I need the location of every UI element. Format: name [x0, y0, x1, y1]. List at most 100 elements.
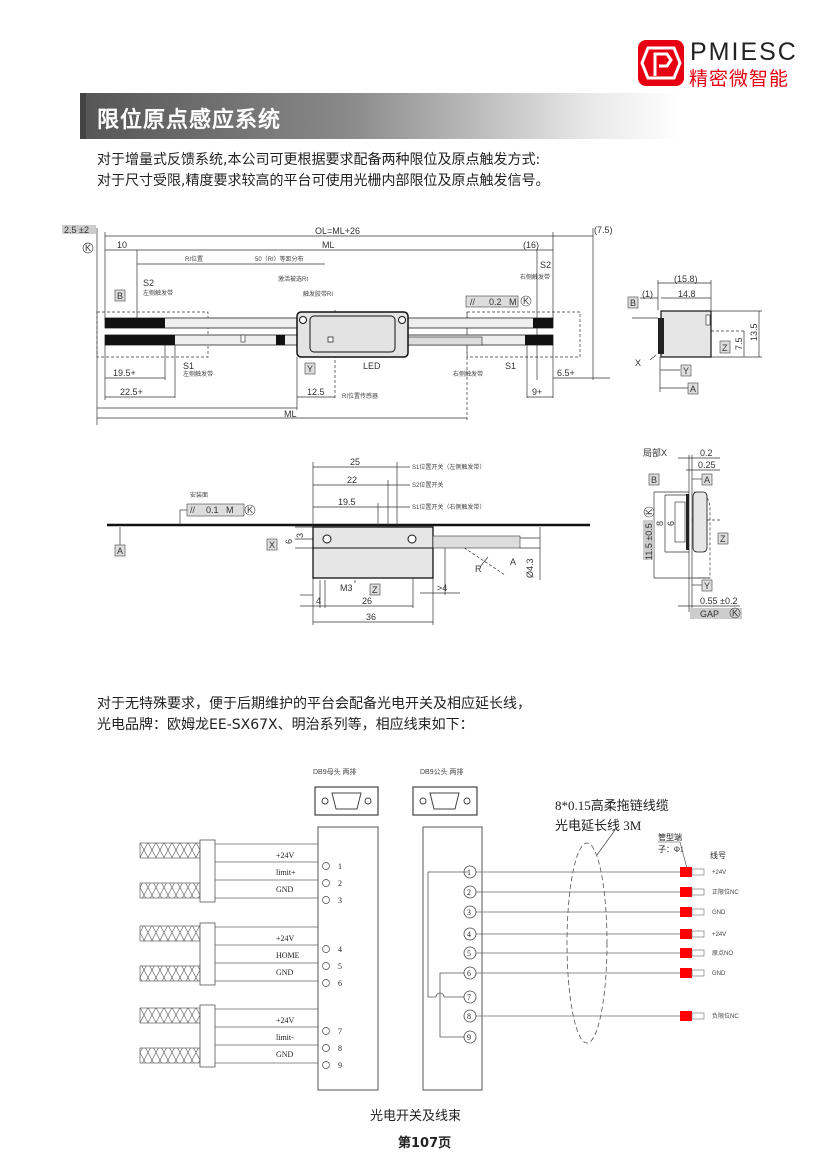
dim-36: 36: [366, 612, 376, 622]
intro-line: 对于尺寸受限,精度要求较高的平台可使用光栅内部限位及原点触发信号。: [97, 173, 550, 189]
pin-number: 9: [338, 1061, 342, 1070]
datum-z: Z: [722, 343, 728, 353]
dim-0-2: 0.2: [700, 448, 713, 458]
wire-label: 负限位NC: [712, 1012, 739, 1020]
pin-hole: [322, 879, 330, 887]
pin-number: 8: [467, 1012, 471, 1021]
dim-22-5: 22.5+: [120, 387, 143, 397]
pin-hole: [322, 1027, 330, 1035]
radius-label: R: [475, 564, 482, 574]
pin-number: 7: [467, 993, 471, 1002]
cable-wire: 3 GND: [463, 905, 726, 919]
pin-number: 7: [338, 1027, 342, 1036]
pin-hole: [322, 945, 330, 953]
pin-number: 4: [467, 930, 471, 939]
photo-switch-cable: [139, 965, 201, 982]
dim-dia: Ø4.3: [525, 558, 535, 578]
datum-b: B: [117, 291, 123, 301]
dim-7-5: (7.5): [594, 225, 613, 235]
pin-number: 1: [467, 868, 471, 877]
pin-number: 6: [467, 969, 471, 978]
dim-10: 10: [117, 240, 127, 250]
brand-logo-mark: [638, 40, 684, 86]
cable-bundle-ellipse: [566, 842, 608, 1044]
photo-switch-cable: [139, 842, 201, 859]
ferrule-label: 管型端: [658, 832, 682, 842]
pin-number: 8: [338, 1044, 342, 1053]
cable-name: 光电延长线 3M: [555, 818, 642, 833]
par-value: 0.1: [206, 505, 219, 515]
pin-number: 9: [467, 1033, 471, 1042]
led-label: LED: [363, 361, 381, 371]
wiring-diagram: DB9母头 两排 DB9公头 两排 8*0.15高柔拖链线缆 光电延长线 3M …: [139, 767, 739, 1091]
pin-number: 3: [467, 908, 471, 917]
datum-z: Z: [372, 585, 378, 595]
dim-ml: ML: [322, 240, 335, 250]
ri-sensor: RI位置传感器: [342, 392, 378, 400]
par-symbol: //: [190, 505, 196, 515]
s1-right-switch: S1位置开关（右侧触发带）: [412, 503, 485, 511]
gap-label: GAP: [700, 609, 719, 619]
dim-ol: OL=ML+26: [315, 226, 360, 236]
ferrule-tube: [691, 888, 705, 896]
wire-label: GND: [712, 910, 726, 916]
pin-hole: [322, 1044, 330, 1052]
pin-number: 2: [338, 879, 342, 888]
note-line: 对于无特殊要求，便于后期维护的平台会配备光电开关及相应延长线，: [97, 696, 531, 712]
ri-tape: 触发胶带RI: [303, 290, 333, 298]
ferrule-tube: [691, 908, 705, 916]
datum-x: X: [269, 540, 275, 550]
datum-y: Y: [704, 581, 710, 591]
k-symbol: K: [523, 296, 529, 306]
pin-hole: [322, 962, 330, 970]
cable-wire: 1 +24V: [463, 865, 726, 879]
dim-1: (1): [642, 289, 653, 299]
s1-left: S1: [183, 361, 194, 371]
cable-wire: 4 +24V: [463, 927, 726, 941]
wire-label: +24V: [712, 932, 726, 938]
pin-number: 6: [338, 979, 342, 988]
ri-pos: RI位置: [185, 255, 203, 263]
db9-male-connector: [412, 786, 478, 816]
jumper-6-9: [439, 972, 464, 1038]
s1-right: S1: [505, 361, 516, 371]
datum-b: B: [651, 475, 657, 485]
s2-left: S2: [143, 278, 154, 288]
photo-switch-body: [199, 839, 216, 903]
wire-no-label: 线号: [710, 850, 726, 860]
par-symbol: //: [470, 297, 476, 307]
dim-7-5: 7.5: [734, 337, 744, 350]
dim-6-5: 6.5+: [557, 368, 575, 378]
photo-switch-body: [199, 1004, 216, 1068]
signal-label: HOME: [276, 951, 300, 960]
pin-number: 3: [338, 896, 342, 905]
cable-spec: 8*0.15高柔拖链线缆: [555, 798, 669, 813]
dim-6: 6: [284, 539, 294, 544]
signal-label: limit+: [276, 868, 296, 877]
section-title: 限位原点感应系统: [97, 108, 282, 133]
par-value: 0.2: [489, 297, 502, 307]
dim-8: 8: [655, 521, 665, 526]
pin-number: 5: [338, 962, 342, 971]
dim-gt4: >4: [437, 583, 447, 593]
par-m: M: [509, 297, 517, 307]
dim-14-8: 14.8: [678, 289, 696, 299]
detail-x: 局部X 0.2 0.25 A B Z Y 11.5 ±0.5 K 8 6 0.5…: [643, 447, 742, 619]
a-label: A: [510, 557, 516, 567]
db9-female-label: DB9母头 两排: [313, 767, 357, 776]
datum-y: Y: [683, 366, 689, 376]
ferrule-terminal: [680, 887, 692, 897]
pin-hole: [322, 896, 330, 904]
dim-26: 26: [362, 596, 372, 606]
ferrule-terminal: [680, 1011, 692, 1021]
pin-number: 2: [467, 888, 471, 897]
wire-label: +24V: [712, 870, 726, 876]
right-tape: 右侧触发带: [453, 370, 483, 378]
dim-6: 6: [666, 521, 676, 526]
pin-number: 5: [467, 949, 471, 958]
cable-wire: 9: [463, 1030, 477, 1044]
datum-a: A: [704, 475, 710, 485]
pin-number: 1: [338, 862, 342, 871]
